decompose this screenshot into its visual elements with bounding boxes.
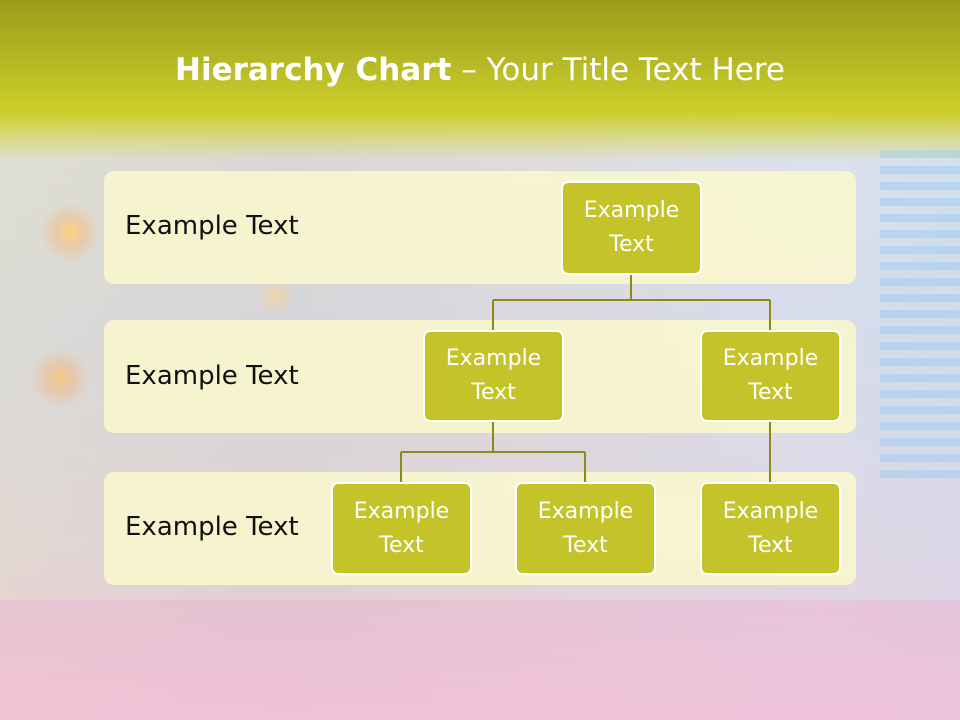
node-level3-a[interactable]: Example Text	[331, 482, 472, 575]
row-label-3: Example Text	[125, 512, 299, 542]
node-level3-c[interactable]: Example Text	[700, 482, 841, 575]
row-label-2: Example Text	[125, 361, 299, 391]
title-rest: – Your Title Text Here	[451, 52, 785, 88]
node-level3-b[interactable]: Example Text	[515, 482, 656, 575]
row-label-1: Example Text	[125, 211, 299, 241]
slide-title: Hierarchy Chart – Your Title Text Here	[0, 52, 960, 88]
node-level2-left[interactable]: Example Text	[423, 330, 564, 422]
background-light-stripes	[880, 150, 960, 480]
row-band-1	[104, 171, 856, 284]
title-bold: Hierarchy Chart	[175, 52, 452, 88]
connector-left-to-level3	[400, 422, 586, 482]
node-level2-right[interactable]: Example Text	[700, 330, 841, 422]
title-banner	[0, 0, 960, 160]
connector-root-to-level2	[492, 275, 771, 330]
background-floor	[0, 600, 960, 720]
node-root[interactable]: Example Text	[561, 181, 702, 275]
